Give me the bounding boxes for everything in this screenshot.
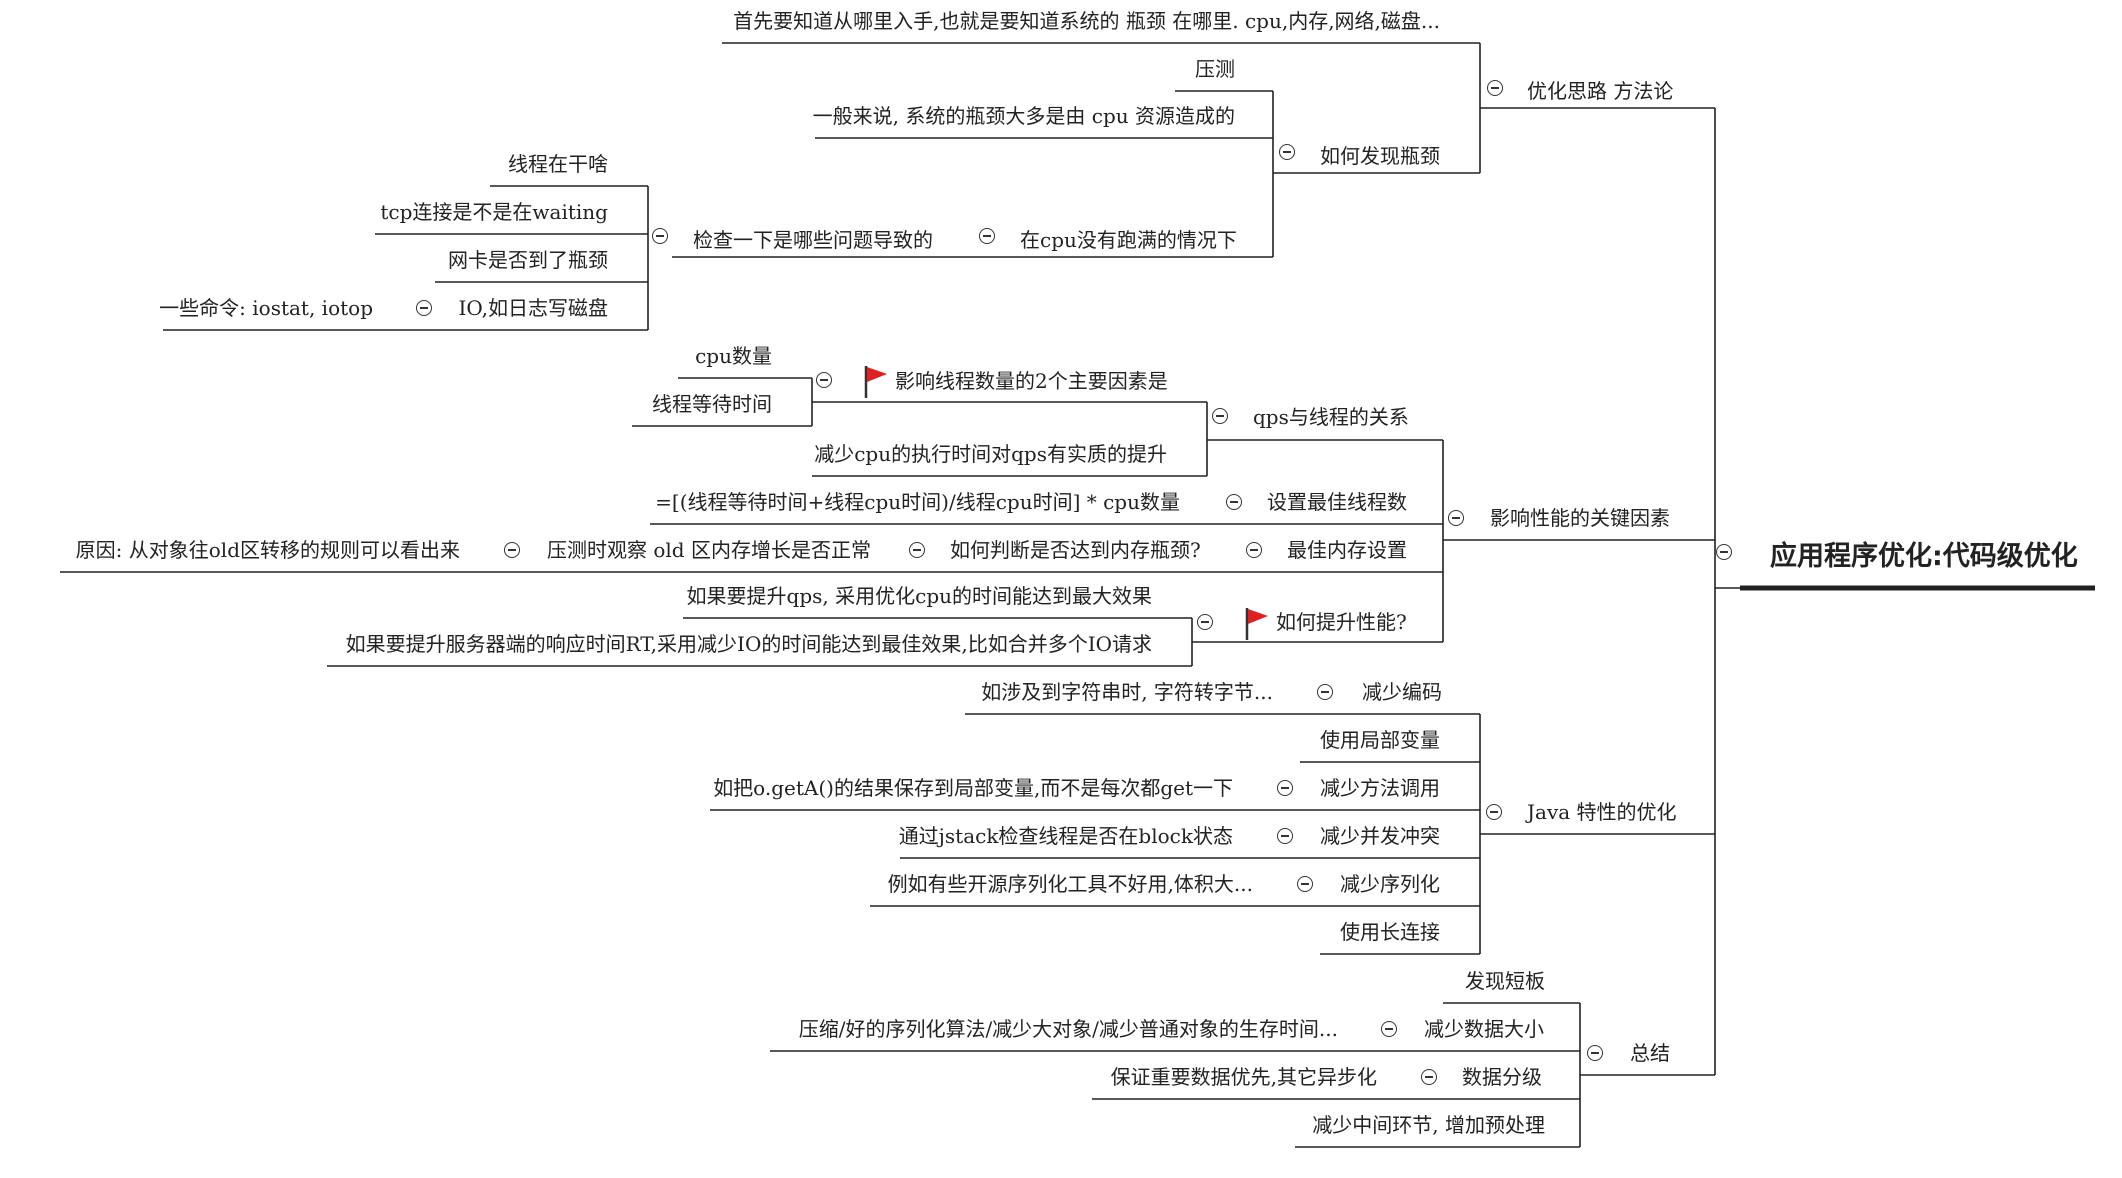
collapse-icon-reduce-serialization[interactable] (1297, 876, 1313, 892)
text-long-conn: 使用长连接 (1340, 920, 1440, 944)
text-calls-note: 如把o.getA()的结果保存到局部变量,而不是每次都get一下 (713, 776, 1233, 800)
collapse-icon-root[interactable] (1716, 544, 1732, 560)
topic-reduce-conflicts: 减少并发冲突 (1320, 824, 1440, 848)
topic-reduce-calls: 减少方法调用 (1320, 776, 1440, 800)
text-nic-bottleneck: 网卡是否到了瓶颈 (448, 248, 608, 272)
collapse-icon-find-bottleneck[interactable] (1279, 144, 1295, 160)
text-shortboard: 发现短板 (1465, 969, 1545, 993)
collapse-icon-qps-threads[interactable] (1212, 408, 1228, 424)
collapse-icon-check-causes[interactable] (652, 228, 668, 244)
topic-improve-perf: 如何提升性能? (1276, 610, 1407, 634)
text-improve-qps: 如果要提升qps, 采用优化cpu的时间能达到最大效果 (686, 584, 1152, 608)
text-intro: 首先要知道从哪里入手,也就是要知道系统的 瓶颈 在哪里. cpu,内存,网络,磁… (733, 9, 1440, 33)
topic-check-causes: 检查一下是哪些问题导致的 (693, 228, 933, 252)
topic-data-layering: 数据分级 (1462, 1065, 1542, 1089)
flag-icon-factors (864, 366, 887, 398)
text-cpu-note: 一般来说, 系统的瓶颈大多是由 cpu 资源造成的 (812, 104, 1235, 128)
topic-perf: 影响性能的关键因素 (1490, 506, 1670, 530)
text-io-commands: 一些命令: iostat, iotop (159, 296, 373, 320)
flag-icon-improve (1245, 608, 1268, 640)
collapse-icon-perf[interactable] (1448, 510, 1464, 526)
topic-summary: 总结 (1630, 1041, 1670, 1065)
collapse-icon-io[interactable] (416, 300, 432, 316)
text-local-vars: 使用局部变量 (1320, 728, 1440, 752)
collapse-icon-reduce-calls[interactable] (1277, 780, 1293, 796)
topic-find-bottleneck: 如何发现瓶颈 (1320, 144, 1440, 168)
topic-data-size: 减少数据大小 (1424, 1017, 1544, 1041)
text-thread-formula: =[(线程等待时间+线程cpu时间)/线程cpu时间] * cpu数量 (655, 490, 1180, 514)
topic-io: IO,如日志写磁盘 (458, 296, 608, 320)
text-data-size-note: 压缩/好的序列化算法/减少大对象/减少普通对象的生存时间... (798, 1017, 1338, 1041)
text-conflicts-note: 通过jstack检查线程是否在block状态 (898, 824, 1233, 848)
topic-qps-threads: qps与线程的关系 (1253, 405, 1409, 429)
topic-reduce-serialization: 减少序列化 (1340, 872, 1440, 896)
collapse-icon-summary[interactable] (1587, 1045, 1603, 1061)
topic-best-memory: 最佳内存设置 (1287, 538, 1407, 562)
collapse-icon-reduce-encoding[interactable] (1317, 684, 1333, 700)
topic-reduce-encoding: 减少编码 (1362, 680, 1442, 704)
topic-memory-judge: 如何判断是否达到内存瓶颈? (950, 538, 1201, 562)
topic-old-gen: 压测时观察 old 区内存增长是否正常 (547, 538, 871, 562)
collapse-icon-thread-factors[interactable] (816, 372, 832, 388)
collapse-icon-data-layering[interactable] (1421, 1069, 1437, 1085)
text-reduce-steps: 减少中间环节, 增加预处理 (1312, 1113, 1545, 1137)
topic-java: Java 特性的优化 (1527, 800, 1677, 824)
text-improve-rt: 如果要提升服务器端的响应时间RT,采用减少IO的时间能达到最佳效果,比如合并多个… (345, 632, 1152, 656)
topic-thread-factors: 影响线程数量的2个主要因素是 (895, 369, 1168, 393)
text-layering-note: 保证重要数据优先,其它异步化 (1110, 1065, 1377, 1089)
topic-method: 优化思路 方法论 (1527, 79, 1674, 103)
text-old-gen-reason: 原因: 从对象往old区转移的规则可以看出来 (75, 538, 460, 562)
text-encoding-note: 如涉及到字符串时, 字符转字节... (981, 680, 1273, 704)
text-thread-doing: 线程在干啥 (508, 152, 608, 176)
collapse-icon-improve-perf[interactable] (1197, 614, 1213, 630)
collapse-icon-method[interactable] (1487, 80, 1503, 96)
collapse-icon-memory-judge[interactable] (909, 542, 925, 558)
collapse-icon-cpu-not-full[interactable] (979, 228, 995, 244)
text-thread-wait: 线程等待时间 (652, 392, 772, 416)
collapse-icon-best-threads[interactable] (1226, 494, 1242, 510)
text-tcp-waiting: tcp连接是不是在waiting (380, 200, 608, 224)
collapse-icon-old-gen[interactable] (504, 542, 520, 558)
collapse-icon-java[interactable] (1486, 804, 1502, 820)
collapse-icon-data-size[interactable] (1381, 1021, 1397, 1037)
collapse-icon-reduce-conflicts[interactable] (1277, 828, 1293, 844)
text-cpu-count: cpu数量 (695, 344, 772, 368)
collapse-icon-best-memory[interactable] (1246, 542, 1262, 558)
root-topic: 应用程序优化:代码级优化 (1770, 541, 2078, 572)
topic-best-threads: 设置最佳线程数 (1267, 490, 1407, 514)
text-stress: 压测 (1195, 57, 1235, 81)
text-serialization-note: 例如有些开源序列化工具不好用,体积大... (887, 872, 1253, 896)
text-reduce-cpu: 减少cpu的执行时间对qps有实质的提升 (814, 442, 1167, 466)
topic-cpu-not-full: 在cpu没有跑满的情况下 (1020, 228, 1237, 252)
